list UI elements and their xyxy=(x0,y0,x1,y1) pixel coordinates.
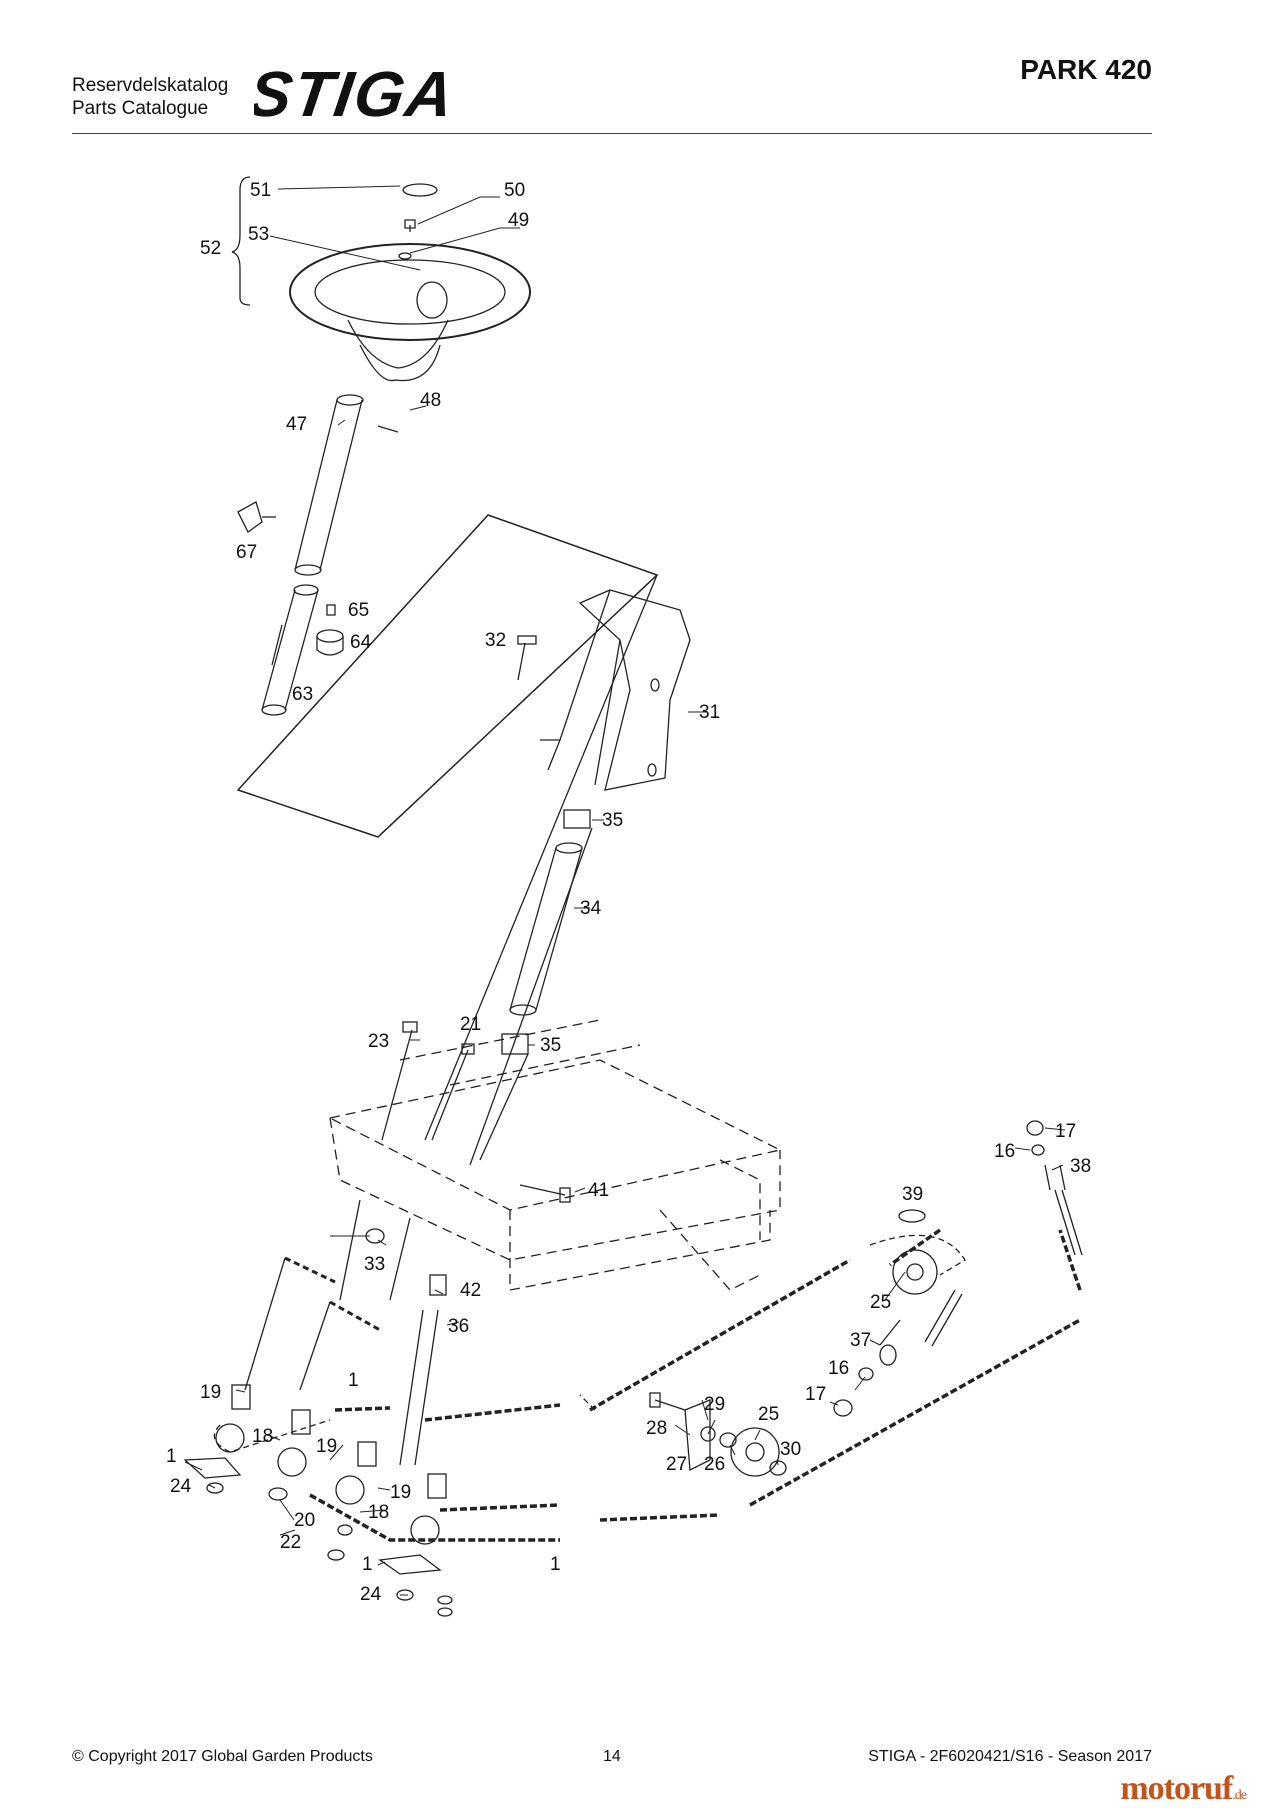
part-label: 18 xyxy=(368,1502,389,1523)
part-label: 53 xyxy=(248,224,269,245)
part-label: 1 xyxy=(362,1554,373,1575)
part-label: 21 xyxy=(460,1014,481,1035)
part-label: 29 xyxy=(704,1394,725,1415)
model-name: PARK 420 xyxy=(1020,54,1152,85)
part-label: 67 xyxy=(236,542,257,563)
part-label: 41 xyxy=(588,1180,609,1201)
part-label: 26 xyxy=(704,1454,725,1475)
catalog-title: Reservdelskatalog Parts Catalogue xyxy=(72,74,228,120)
part-label: 23 xyxy=(368,1031,389,1052)
part-label: 36 xyxy=(448,1316,469,1337)
part-label: 51 xyxy=(250,180,271,201)
watermark-text: motoruf xyxy=(1120,1770,1233,1807)
part-label: 27 xyxy=(666,1454,687,1475)
part-label: 17 xyxy=(805,1384,826,1405)
part-label: 19 xyxy=(200,1382,221,1403)
footer-document-reference: STIGA - 2F6020421/S16 - Season 2017 xyxy=(868,1748,1152,1765)
part-label: 37 xyxy=(850,1330,871,1351)
part-label: 32 xyxy=(485,630,506,651)
watermark-domain: .de xyxy=(1232,1788,1247,1803)
part-label: 52 xyxy=(200,238,221,259)
part-label: 49 xyxy=(508,210,529,231)
part-label: 19 xyxy=(316,1436,337,1457)
part-label: 63 xyxy=(292,684,313,705)
catalog-title-english: Parts Catalogue xyxy=(72,98,209,119)
part-label: 33 xyxy=(364,1254,385,1275)
stiga-logo: STIGA xyxy=(254,60,460,126)
part-label: 19 xyxy=(390,1482,411,1503)
part-label: 50 xyxy=(504,180,525,201)
part-label: 24 xyxy=(360,1584,382,1605)
header-divider xyxy=(72,133,1152,134)
part-label: 25 xyxy=(758,1404,779,1425)
part-label: 25 xyxy=(870,1292,891,1313)
part-label: 38 xyxy=(1070,1156,1091,1177)
part-label: 34 xyxy=(580,898,602,919)
part-label: 16 xyxy=(994,1141,1015,1162)
part-label: 18 xyxy=(252,1426,273,1447)
part-label: 28 xyxy=(646,1418,667,1439)
part-label: 1 xyxy=(166,1446,177,1467)
part-label: 1 xyxy=(550,1554,561,1575)
part-label: 35 xyxy=(602,810,623,831)
part-label: 39 xyxy=(902,1184,923,1205)
footer-copyright: © Copyright 2017 Global Garden Products xyxy=(72,1748,373,1765)
part-label: 17 xyxy=(1055,1121,1076,1142)
part-label: 31 xyxy=(699,702,720,723)
part-label: 16 xyxy=(828,1358,849,1379)
part-label: 47 xyxy=(286,414,307,435)
exploded-parts-diagram: 51 50 49 52 53 48 47 67 65 64 63 32 31 3… xyxy=(166,176,1091,1617)
part-label: 30 xyxy=(780,1439,801,1460)
part-label: 22 xyxy=(280,1532,301,1553)
catalog-title-swedish: Reservdelskatalog xyxy=(72,75,229,96)
part-label: 1 xyxy=(348,1370,359,1391)
part-label: 64 xyxy=(350,632,372,653)
motoruf-watermark: motoruf.de xyxy=(1120,1770,1247,1808)
part-label: 65 xyxy=(348,600,369,621)
part-label: 42 xyxy=(460,1280,481,1301)
part-label: 24 xyxy=(170,1476,192,1497)
part-label: 35 xyxy=(540,1035,561,1056)
footer-page-number: 14 xyxy=(603,1748,621,1765)
part-label: 20 xyxy=(294,1510,315,1531)
part-label: 48 xyxy=(420,390,441,411)
svg-text:STIGA: STIGA xyxy=(254,60,460,126)
